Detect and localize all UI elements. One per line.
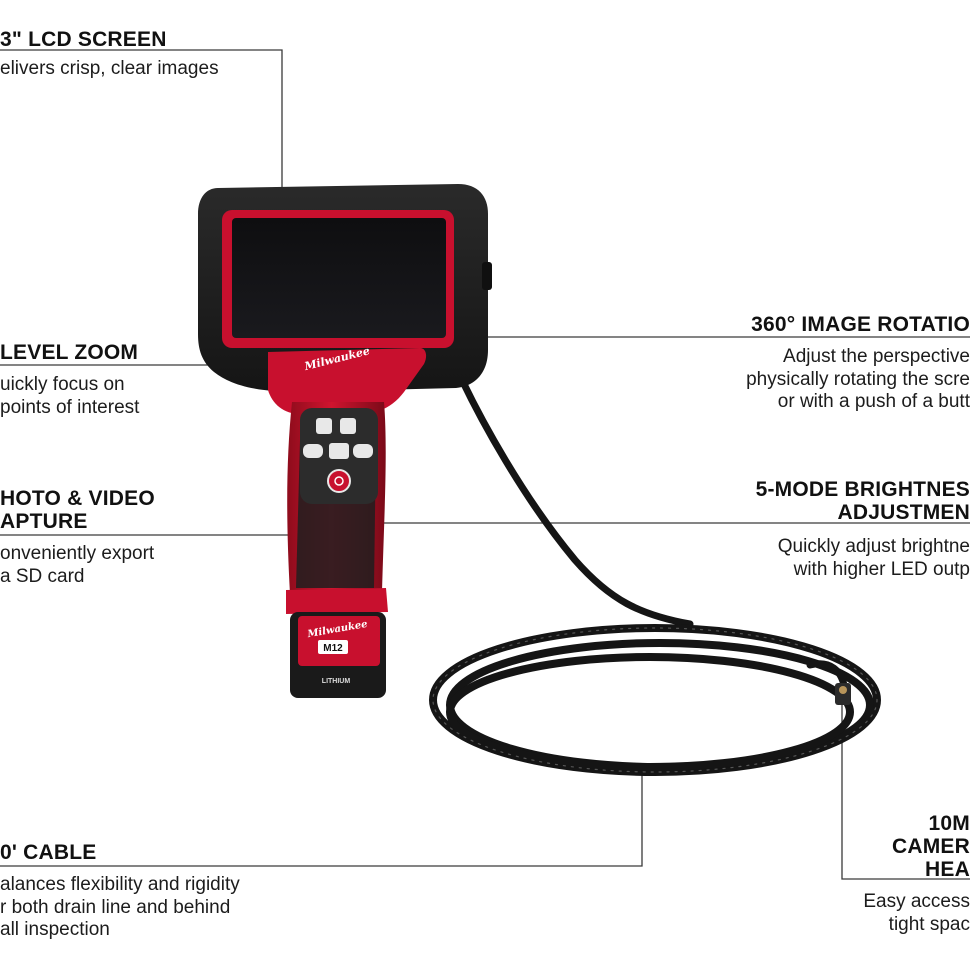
battery-model: M12 — [323, 643, 343, 654]
callout-brightness-desc: Quickly adjust brightne with higher LED … — [777, 536, 970, 580]
battery-collar — [286, 588, 388, 614]
capture-icon — [329, 443, 349, 459]
callout-cable: 0' CABLE alances flexibility and rigidit… — [0, 841, 240, 942]
callout-cable-heading: 0' CABLE — [0, 841, 97, 864]
power-icon — [327, 469, 351, 493]
callout-zoom-heading: LEVEL ZOOM — [0, 341, 139, 364]
leader-camera-head — [841, 700, 970, 880]
callout-lcd-desc: elivers crisp, clear images — [0, 58, 219, 79]
callout-brightness-heading: 5-MODE BRIGHTNES ADJUSTMEN — [755, 478, 970, 524]
callout-brightness: 5-MODE BRIGHTNES ADJUSTMEN Quickly adjus… — [670, 478, 970, 581]
leader-cable — [0, 765, 643, 867]
photo-icon — [303, 444, 323, 458]
callout-rotation: 360° IMAGE ROTATIO Adjust the perspectiv… — [670, 313, 970, 414]
cable-sheen — [432, 627, 878, 773]
leader-lcd — [0, 49, 283, 222]
camera-head — [835, 683, 851, 705]
callout-capture-heading: HOTO & VIDEO APTURE — [0, 487, 155, 533]
lcd-screen — [232, 218, 446, 338]
cable-lead — [451, 361, 694, 628]
face-plate — [268, 348, 427, 414]
callout-rotation-heading: 360° IMAGE ROTATIO — [751, 313, 970, 336]
callout-camera-head-heading: 10M CAMER HEA — [892, 812, 970, 881]
callout-cable-desc: alances flexibility and rigidity r both … — [0, 874, 240, 940]
callout-capture-desc: onveniently export a SD card — [0, 543, 155, 587]
cable-loop-inner — [446, 653, 854, 771]
callout-capture: HOTO & VIDEO APTURE onveniently export a… — [0, 487, 155, 588]
callout-lcd: 3" LCD SCREEN elivers crisp, clear image… — [0, 28, 219, 81]
leader-lines — [0, 49, 970, 880]
battery-type: LITHIUM — [322, 678, 351, 685]
callout-camera-head-desc: Easy access tight spac — [863, 891, 970, 935]
callout-zoom: LEVEL ZOOM uickly focus on points of int… — [0, 341, 139, 419]
callout-lcd-heading: 3" LCD SCREEN — [0, 28, 167, 51]
zoom-icon — [316, 418, 332, 434]
callout-zoom-desc: uickly focus on points of interest — [0, 374, 140, 418]
rotate-icon — [340, 418, 356, 434]
callout-rotation-desc: Adjust the perspective physically rotati… — [746, 346, 970, 412]
light-icon — [353, 444, 373, 458]
callout-camera-head: 10M CAMER HEA Easy access tight spac — [810, 812, 970, 936]
inspection-camera-tool — [198, 184, 492, 698]
